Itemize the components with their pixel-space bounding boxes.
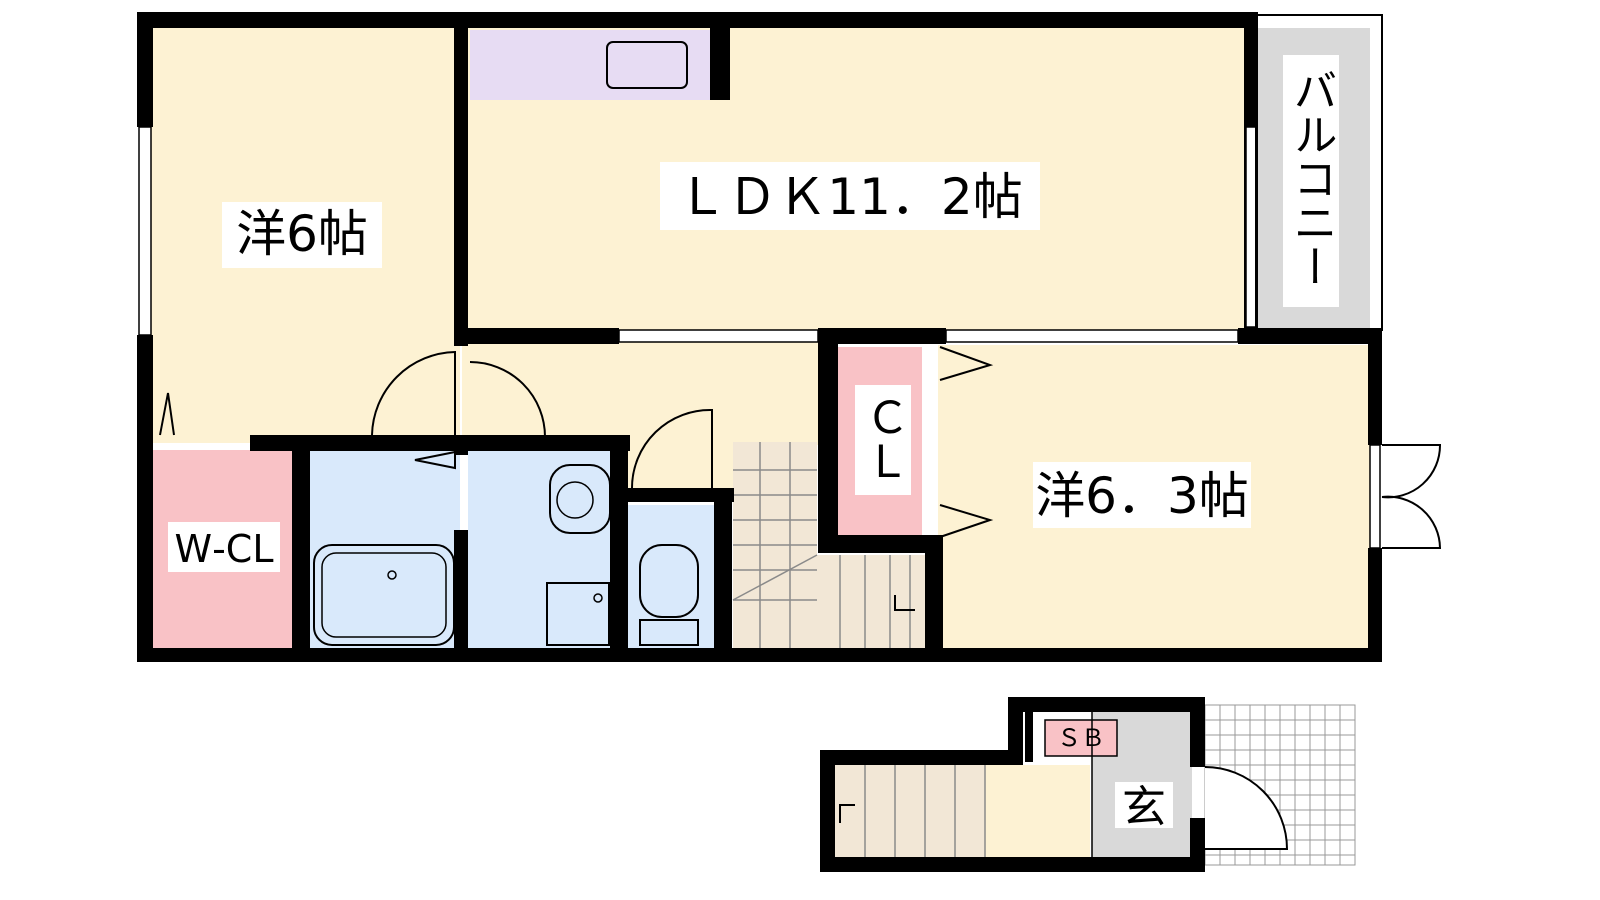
toilet-tank [639,619,699,646]
doors [159,346,1442,549]
shoe-box [1044,719,1118,757]
washing-machine-drain [593,593,603,603]
washing-machine-space [546,582,610,646]
entrance-label: 玄 [1122,782,1166,833]
western-room-a-label: 洋6帖 [236,205,368,263]
hall-floor [462,340,822,445]
balcony-outline [1255,14,1383,331]
stairs-floor-2 [817,555,929,652]
bathtub [313,544,455,646]
ldk-label: ＬＤＫ11．2帖 [677,168,1022,226]
lower-stairs-arrow [839,804,855,823]
toilet-bowl [639,544,699,618]
sink [606,41,688,89]
balcony-label: バルコニー [1286,68,1337,288]
wash-basin-bowl [556,481,594,519]
lower-stairs-floor [835,765,985,857]
kitchen-counter [470,30,728,100]
lower-walls [820,697,1205,872]
walk-in-closet-label: W‐CL [175,527,274,571]
wash-basin [549,464,611,534]
lower-floor: ＳＢ 玄 [820,697,1356,872]
bathtub-drain [387,570,397,580]
bathtub-inner [321,552,447,638]
closet-cl-label: ＣＬ [858,395,909,483]
windows [138,126,1381,549]
upper-floor: 洋6帖 ＬＤＫ11．2帖 バルコニー ＣＬ 洋6．3帖 W‐CL [137,12,1442,662]
shoe-box-label: ＳＢ [1057,724,1105,752]
stairs-floor [733,442,817,652]
walls [137,12,1382,662]
western-room-b-label: 洋6．3帖 [1035,467,1249,525]
lower-stair-lines [864,765,986,857]
entrance-door [1204,766,1289,850]
stair-lines [732,442,911,652]
stairs-direction-arrow [894,595,915,611]
